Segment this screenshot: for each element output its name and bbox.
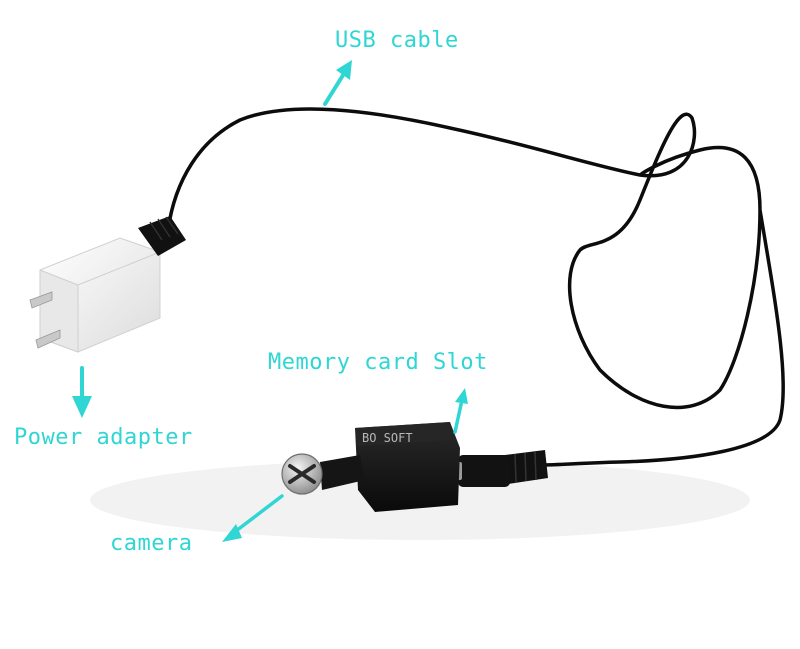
adapter-prong-upper	[29, 291, 53, 309]
usb-cable-arrow	[323, 60, 352, 106]
memory-card-slot-label: Memory card Slot	[268, 350, 488, 375]
camera-cable-stalk	[320, 455, 365, 490]
camera-label: camera	[110, 531, 193, 556]
adapter-prong-lower	[35, 329, 61, 349]
power-adapter	[29, 216, 186, 353]
camera-arrow	[222, 494, 284, 542]
power-adapter-label: Power adapter	[14, 425, 193, 450]
memory-card-slot-arrow	[453, 388, 468, 434]
usb-a-plug	[138, 216, 186, 256]
usb-cable	[166, 107, 785, 467]
micro-usb-plug	[458, 455, 510, 487]
phillips-screw-icon	[288, 464, 316, 484]
usb-cable-label: USB cable	[335, 28, 459, 53]
module-print-text: BO SOFT	[362, 431, 413, 445]
dvr-module: BO SOFT	[355, 422, 460, 512]
camera-screw	[281, 453, 323, 495]
power-adapter-arrow	[72, 366, 92, 418]
